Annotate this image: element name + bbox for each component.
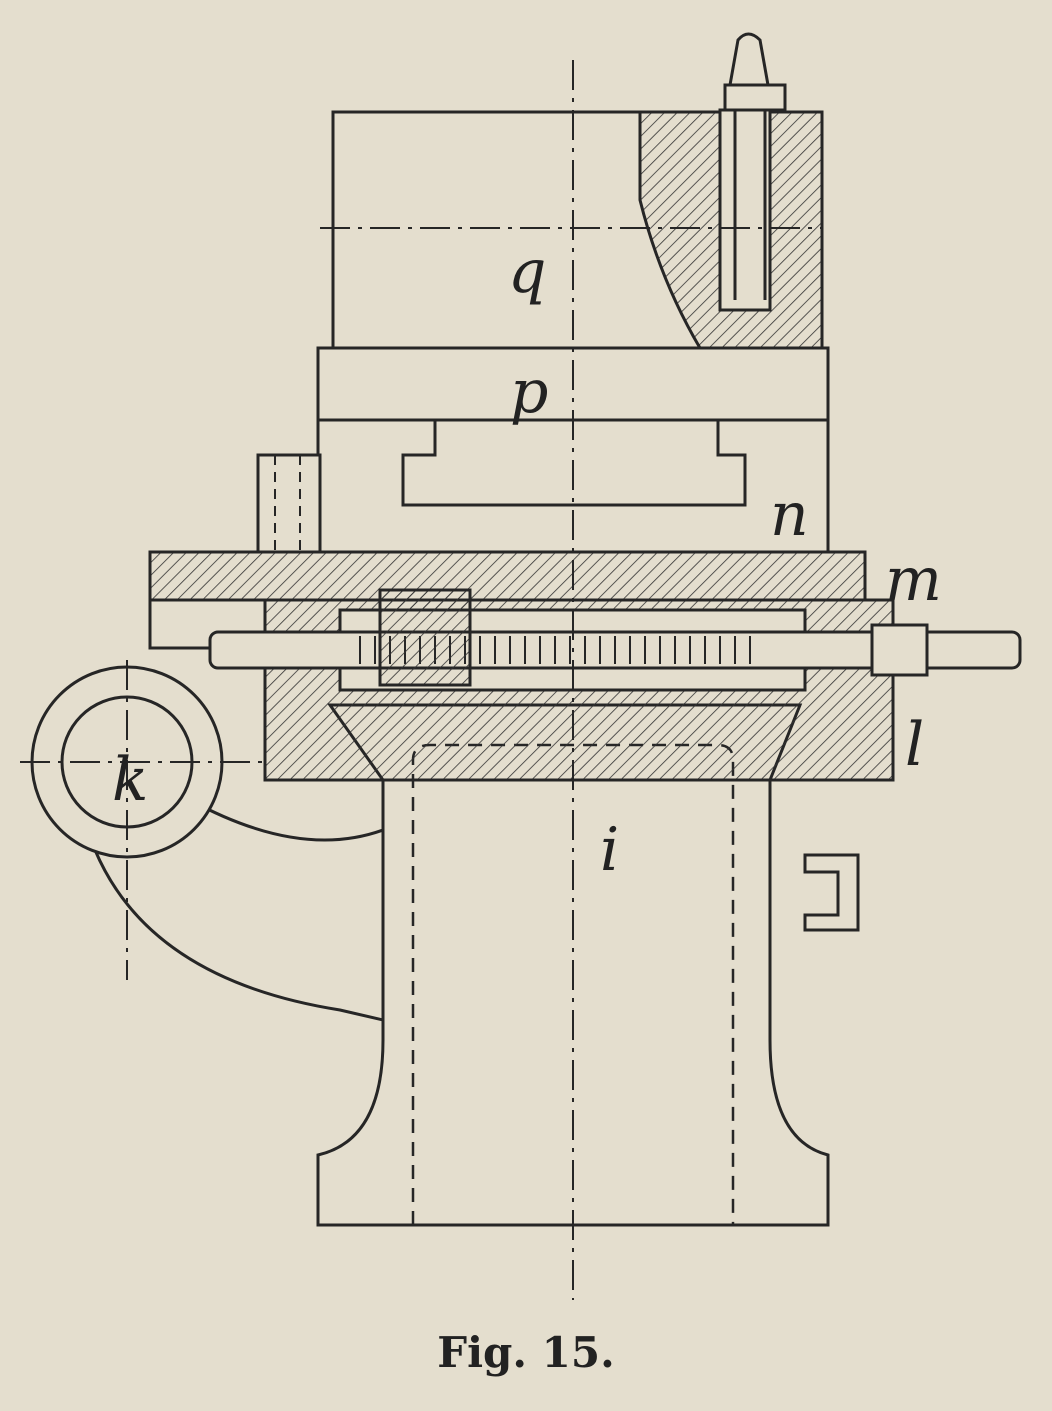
- screw-nut: [378, 588, 472, 687]
- carriage-n: [316, 418, 830, 554]
- label-p: p: [510, 357, 548, 427]
- label-k: k: [112, 745, 148, 815]
- screw-collar: [870, 623, 929, 677]
- table-m: [148, 550, 867, 602]
- label-q: q: [508, 237, 546, 307]
- side-block: [256, 453, 322, 554]
- label-m: m: [885, 545, 942, 615]
- label-l: l: [905, 710, 924, 780]
- label-n: n: [770, 480, 809, 550]
- label-i: i: [600, 815, 619, 885]
- bolt: [723, 32, 787, 300]
- bolt-bore: [718, 108, 772, 312]
- arm-k: [93, 798, 384, 1022]
- side-clamp-slot: [803, 853, 860, 932]
- figure-caption: Fig. 15.: [437, 1328, 615, 1377]
